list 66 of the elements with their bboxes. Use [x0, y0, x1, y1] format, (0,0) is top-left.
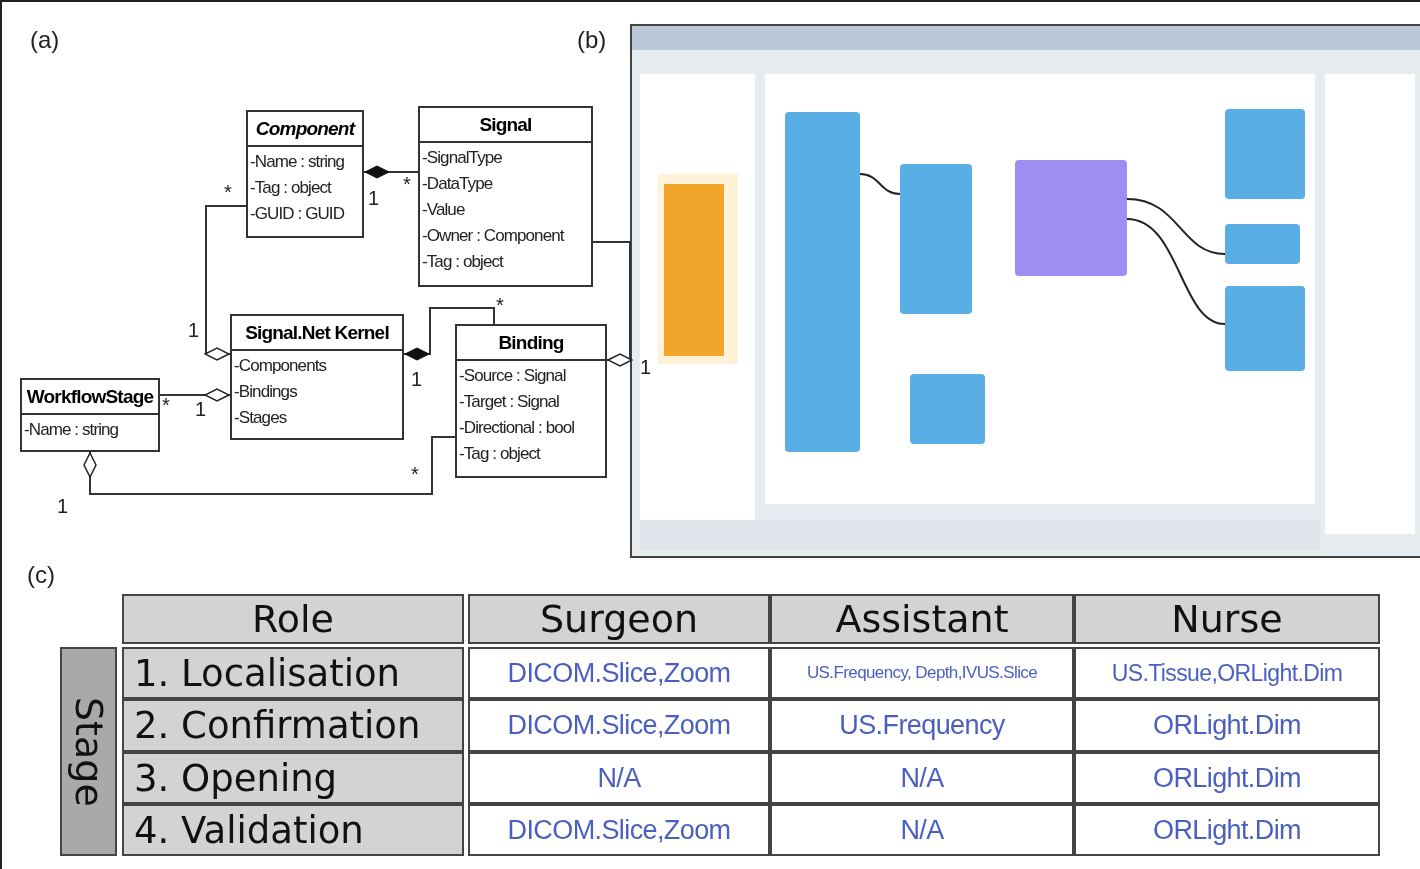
- class-box: [246, 110, 364, 238]
- aggregation-connector: [159, 388, 231, 402]
- panel-label: (a): [30, 28, 60, 52]
- multiplicity-label: *: [496, 295, 504, 315]
- class-box: [230, 314, 404, 440]
- table-cell: ORLight.Dim: [1074, 699, 1380, 752]
- composition-connector: [403, 307, 495, 361]
- multiplicity-label: 1: [195, 399, 207, 419]
- multiplicity-label: 1: [411, 369, 423, 389]
- table-cell: US.Frequency, Depth,IVUS.Slice: [770, 647, 1074, 699]
- row-header: 1. Localisation: [122, 647, 464, 699]
- table-cell: US.Frequency: [770, 699, 1074, 752]
- table-cell: N/A: [468, 752, 770, 804]
- multiplicity-label: 1: [188, 320, 200, 340]
- table-cell: ORLight.Dim: [1074, 752, 1380, 804]
- row-group-label: Stage: [66, 696, 111, 807]
- multiplicity-label: 1: [368, 188, 380, 208]
- multiplicity-label: 1: [640, 357, 652, 377]
- attribute-text: -Directional : bool: [459, 417, 576, 439]
- multiplicity-label: *: [224, 182, 232, 202]
- class-name: Binding: [457, 326, 605, 361]
- class-name: Component: [248, 112, 362, 147]
- attribute-text: -Tag : object: [422, 251, 505, 273]
- composition-connector: [363, 165, 419, 179]
- attribute-text: -SignalType: [422, 147, 503, 169]
- attribute-text: -Bindings: [234, 381, 298, 403]
- class-name: Signal.Net Kernel: [232, 316, 402, 351]
- class-name: Signal: [420, 108, 591, 143]
- row-header: 2. Confirmation: [122, 699, 464, 752]
- attribute-text: -GUID : GUID: [250, 203, 346, 225]
- table-cell: ORLight.Dim: [1074, 804, 1380, 856]
- aggregation-connector: [83, 436, 456, 495]
- column-header: Nurse: [1074, 594, 1380, 644]
- class-name: WorkflowStage: [22, 380, 158, 415]
- panel-label: (c): [27, 563, 55, 587]
- table-cell: DICOM.Slice,Zoom: [468, 804, 770, 856]
- class-box: [418, 106, 593, 287]
- table-cell: N/A: [770, 804, 1074, 856]
- column-header: Role: [122, 594, 464, 644]
- column-header: Surgeon: [468, 594, 770, 644]
- attribute-text: -Owner : Component: [422, 225, 566, 247]
- multiplicity-label: *: [162, 395, 170, 415]
- panel-label: (b): [577, 28, 607, 52]
- attribute-text: -Components: [234, 355, 328, 377]
- multiplicity-label: 1: [57, 496, 69, 516]
- attribute-text: -Stages: [234, 407, 288, 429]
- row-header: 4. Validation: [122, 804, 464, 856]
- column-header: Assistant: [770, 594, 1074, 644]
- table-cell: N/A: [770, 752, 1074, 804]
- multiplicity-label: *: [403, 174, 411, 194]
- attribute-text: -Tag : object: [459, 443, 542, 465]
- attribute-text: -Source : Signal: [459, 365, 567, 387]
- attribute-text: -Target : Signal: [459, 391, 560, 413]
- attribute-text: -Name : string: [250, 151, 346, 173]
- row-header: 3. Opening: [122, 752, 464, 804]
- table-cell: DICOM.Slice,Zoom: [468, 647, 770, 699]
- table-cell: US.Tissue,ORLight.Dim: [1074, 647, 1380, 699]
- class-box: [455, 324, 607, 478]
- class-box: [20, 378, 160, 452]
- attribute-text: -Value: [422, 199, 466, 221]
- multiplicity-label: *: [411, 464, 419, 484]
- attribute-text: -DataType: [422, 173, 494, 195]
- attribute-text: -Name : string: [24, 419, 120, 441]
- table-cell: DICOM.Slice,Zoom: [468, 699, 770, 752]
- aggregation-connector: [204, 205, 247, 361]
- attribute-text: -Tag : object: [250, 177, 333, 199]
